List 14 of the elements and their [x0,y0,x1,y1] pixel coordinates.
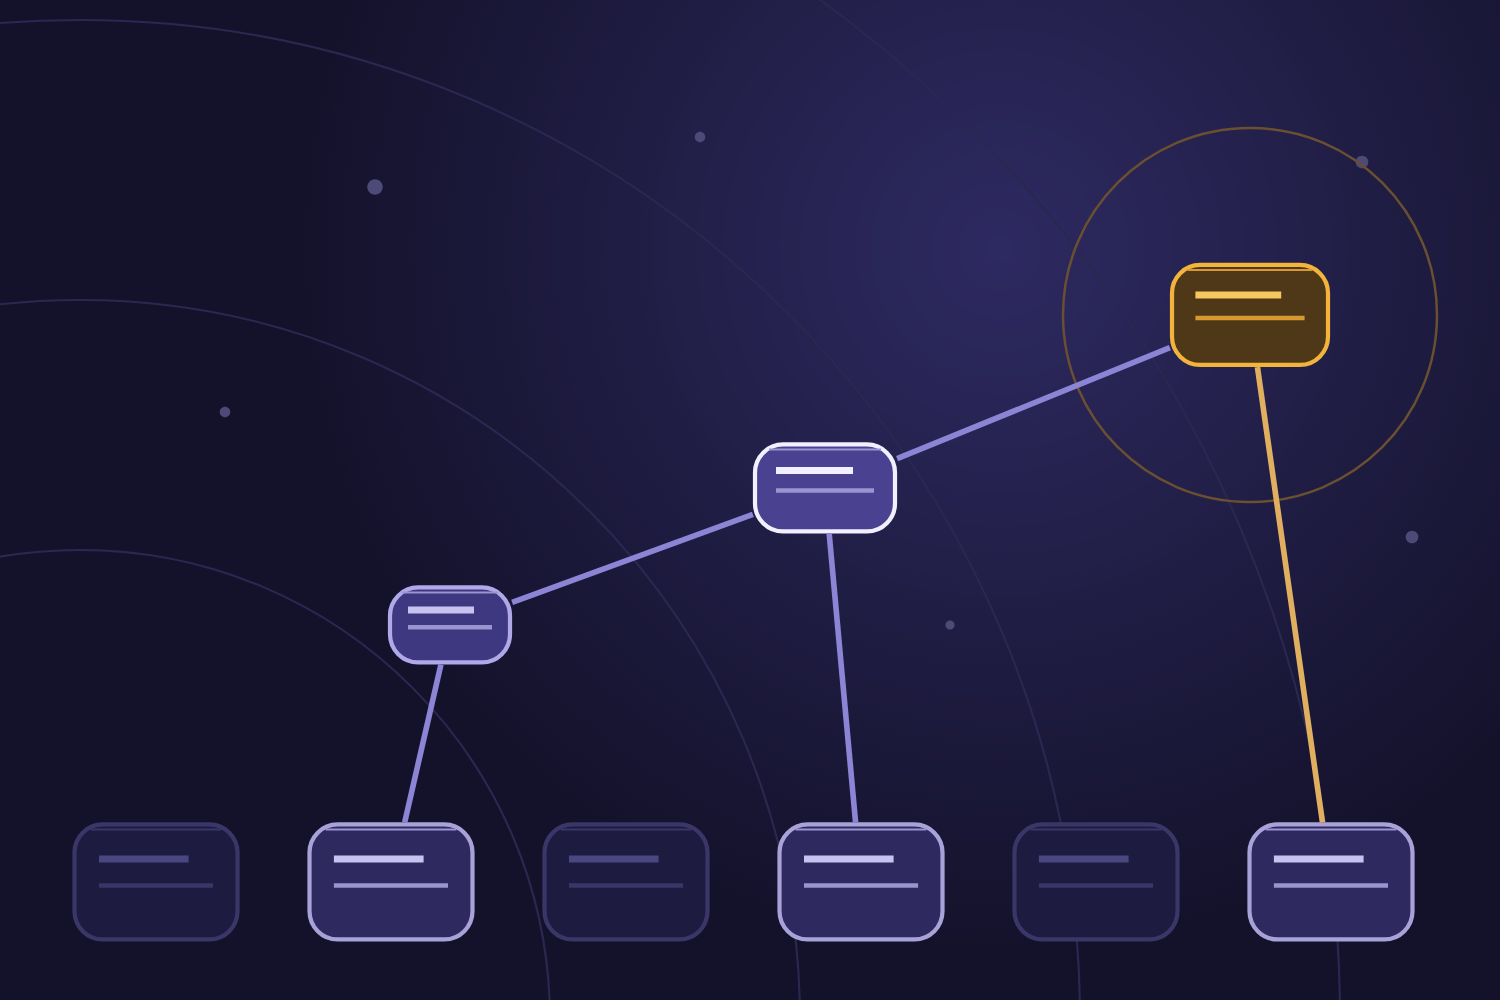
card [1169,262,1331,368]
connector-line [826,533,859,823]
card [752,442,898,534]
connector-line [896,344,1171,462]
card [387,585,513,665]
card [542,822,710,942]
card [777,822,945,942]
card [1012,822,1180,942]
connector-line [1254,366,1326,823]
card [72,822,240,942]
connector-line [401,663,444,823]
card [1247,822,1415,942]
card [307,822,475,942]
connector-line [511,511,754,605]
